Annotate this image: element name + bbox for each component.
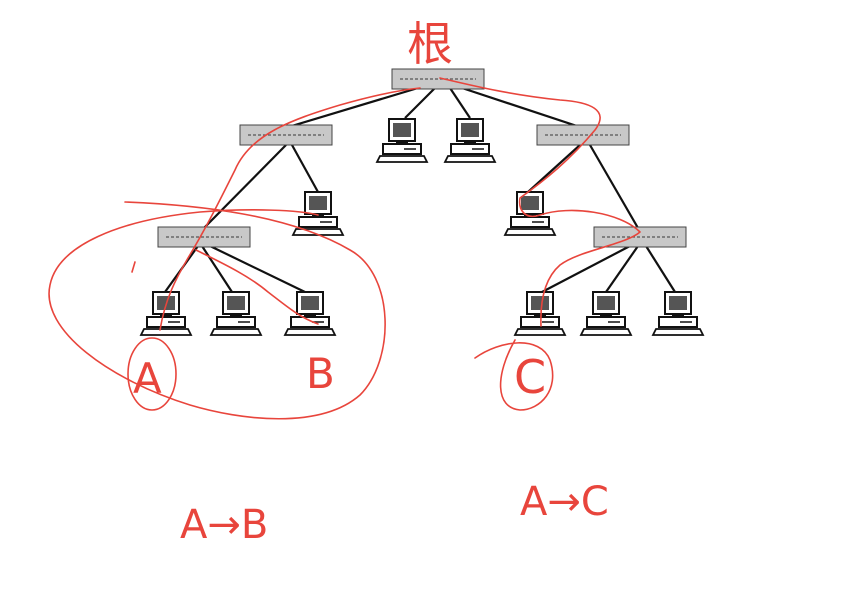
switch-right <box>536 124 630 146</box>
label-c: C <box>514 350 546 404</box>
handwritten-labels: 根 A B C A→B A→C <box>133 17 609 548</box>
path-root-to-c <box>439 77 641 327</box>
switch-right-low <box>593 226 687 248</box>
link-rightlow-pc <box>605 245 639 293</box>
computer-a <box>140 291 192 336</box>
label-a: A <box>133 354 162 403</box>
path-to-b <box>195 249 319 325</box>
switch-left <box>239 124 333 146</box>
link-root-pc1 <box>404 87 436 119</box>
tick-mark <box>131 261 136 273</box>
label-b: B <box>306 349 335 398</box>
link-root-pc2 <box>449 87 471 119</box>
link-leftlow-b <box>209 245 306 293</box>
label-root: 根 <box>407 17 453 71</box>
circle-left-subtree <box>48 201 386 420</box>
link-right-rightlow <box>589 144 639 229</box>
computer-root-1 <box>376 118 428 163</box>
circle-a <box>127 337 177 411</box>
label-path-ab: A→B <box>180 502 268 548</box>
computer-left-low-2 <box>210 291 262 336</box>
network-links <box>164 86 676 293</box>
path-a-to-root <box>159 87 421 331</box>
link-left-leftlow <box>203 144 287 229</box>
link-root-right <box>461 86 584 130</box>
label-path-ac: A→C <box>520 479 609 525</box>
computer-c <box>514 291 566 336</box>
link-rightlow-pc2 <box>645 245 676 293</box>
link-rightlow-c <box>541 245 631 293</box>
link-right-pc <box>527 144 581 193</box>
computer-root-2 <box>444 118 496 163</box>
computer-right-low-2 <box>580 291 632 336</box>
link-root-left <box>284 86 419 130</box>
circle-c <box>474 339 554 411</box>
computer-b <box>284 291 336 336</box>
link-leftlow-pc <box>201 245 233 293</box>
link-left-pc <box>291 144 319 193</box>
switch-root <box>391 68 485 90</box>
computer-right-low-3 <box>652 291 704 336</box>
handwritten-annotations <box>48 77 641 420</box>
